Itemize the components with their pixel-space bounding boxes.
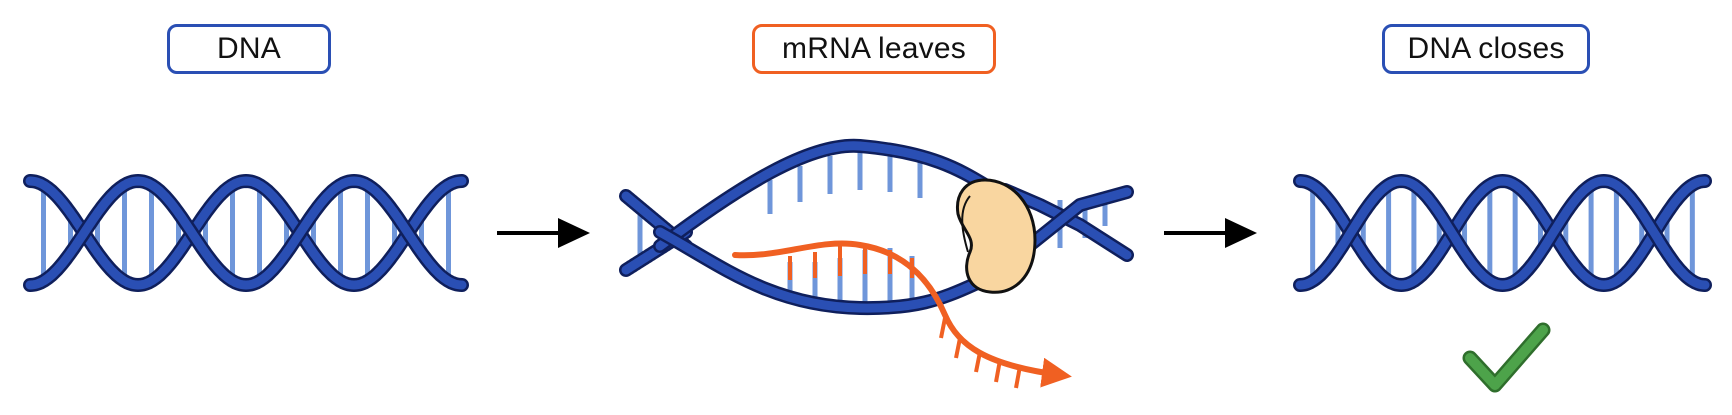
label-dna-text: DNA (217, 32, 281, 65)
label-dna: DNA (167, 24, 331, 74)
rna-polymerase (955, 178, 1037, 294)
dna-strand (23, 173, 469, 293)
dna-strand (1293, 173, 1712, 293)
top-strand-bases (767, 152, 923, 214)
dna-strand (23, 173, 469, 293)
dna-strand (1293, 173, 1712, 293)
arrow-right-icon (497, 218, 590, 248)
arrow-right-icon (1164, 218, 1257, 248)
label-dna-closes-text: DNA closes (1407, 32, 1565, 65)
label-dna-closes: DNA closes (1382, 24, 1590, 74)
dna-helix-left (23, 173, 469, 293)
mrna-strand (732, 240, 1072, 389)
checkmark-icon (1462, 322, 1551, 393)
label-mrna-leaves: mRNA leaves (752, 24, 996, 74)
dna-helix-right (1293, 173, 1712, 293)
transcription-bubble (619, 138, 1134, 389)
label-mrna-leaves-text: mRNA leaves (782, 32, 966, 65)
